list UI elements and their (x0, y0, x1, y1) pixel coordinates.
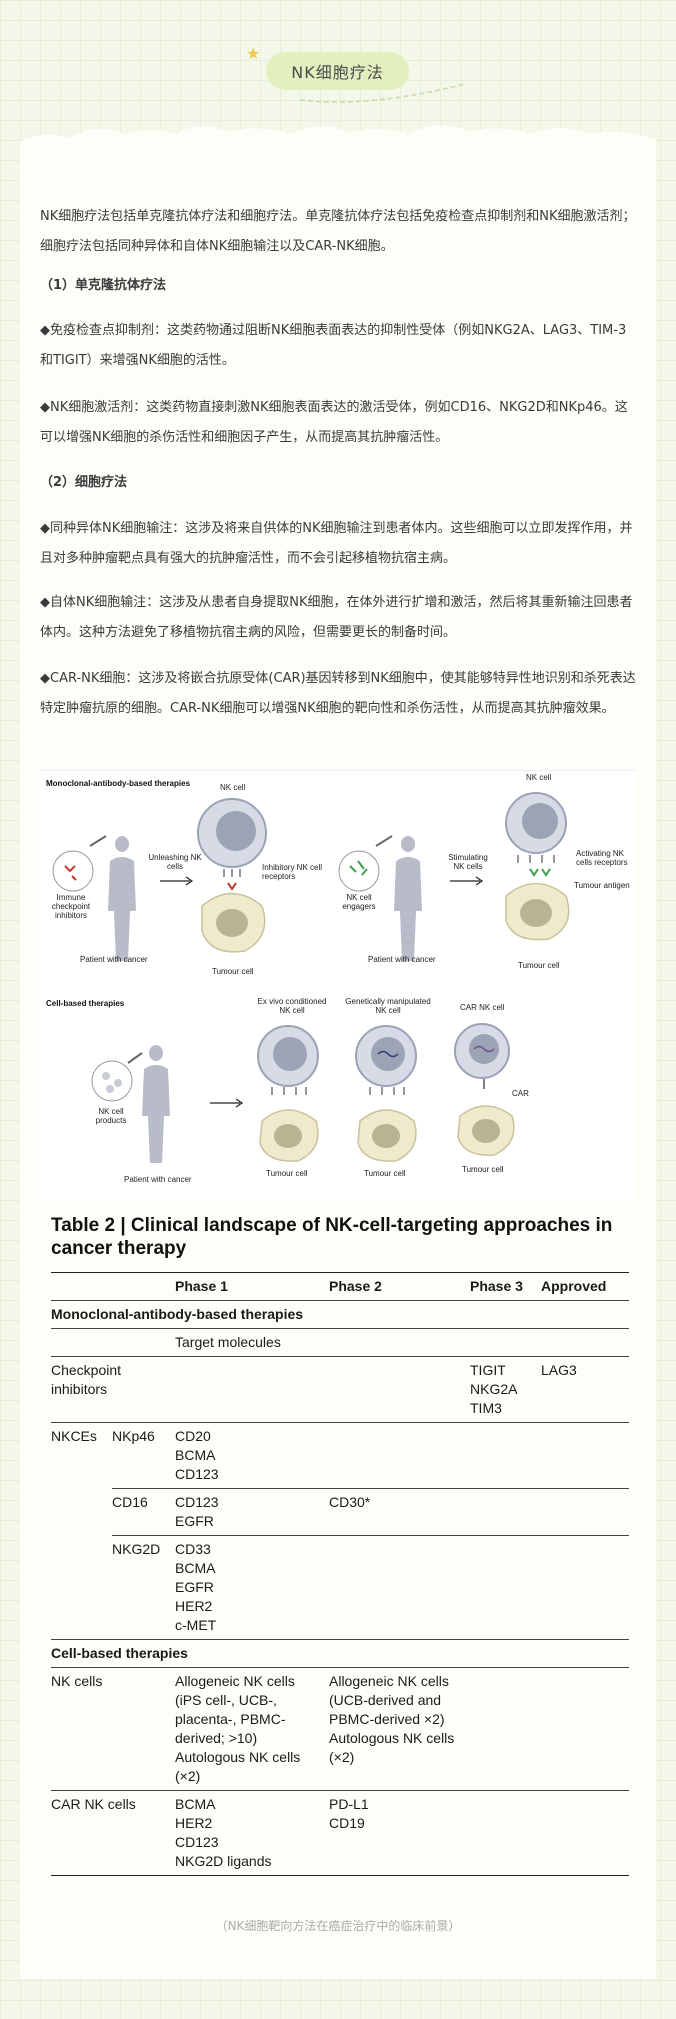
bullet-autologous: ◆自体NK细胞输注：这涉及从患者自身提取NK细胞，在体外进行扩增和激活，然后将其… (40, 595, 633, 640)
header-approved: Approved (541, 1272, 629, 1301)
table-row: NKG2D CD33 BCMA EGFR HER2 c-MET (51, 1535, 629, 1640)
row-label-nkg2d: NKG2D (112, 1535, 175, 1640)
figure-illustration (52, 792, 570, 1163)
bullet-checkpoint: ◆免疫检查点抑制剂：这类药物通过阻断NK细胞表面表达的抑制性受体（例如NKG2A… (40, 323, 627, 368)
star-icon: ★ (246, 44, 261, 63)
target-molecules-label: Target molecules (175, 1328, 629, 1357)
table-row: NKCEs NKp46 CD20 BCMA CD123 (51, 1422, 629, 1640)
figure-label-ex-vivo: Ex vivo conditioned NK cell (257, 997, 327, 1015)
figure-label-tumour-5: Tumour cell (462, 1165, 504, 1174)
figure-label-tumour-3: Tumour cell (266, 1169, 308, 1178)
figure-label-tumour-antigen: Tumour antigen (574, 881, 630, 890)
clinical-table-container: Table 2 | Clinical landscape of NK-cell-… (51, 1214, 629, 1876)
cell-nk-cells-phase2: Allogeneic NK cells (UCB-derived and PBM… (329, 1667, 470, 1791)
header-phase1: Phase 1 (175, 1272, 329, 1301)
cloud-divider (20, 125, 656, 162)
cell-cd16-phase2: CD30* (329, 1488, 470, 1536)
figure-label-car: CAR (512, 1089, 529, 1098)
row-label-nkp46: NKp46 (112, 1422, 175, 1489)
table-row: CAR NK cells BCMA HER2 CD123 NKG2D ligan… (51, 1790, 629, 1876)
row-label-nkces: NKCEs (51, 1422, 112, 1640)
cell-nk-cells-phase1: Allogeneic NK cells (iPS cell-, UCB-, pl… (175, 1667, 329, 1791)
cell-car-nk-phase2: PD-L1 CD19 (329, 1790, 470, 1876)
row-label-car-nk-cells: CAR NK cells (51, 1790, 175, 1876)
figure-label-nk-cell-1: NK cell (220, 783, 246, 792)
cell-nkg2d-phase1: CD33 BCMA EGFR HER2 c-MET (175, 1535, 329, 1640)
bullet-activator: ◆NK细胞激活剂：这类药物直接刺激NK细胞表面表达的激活受体，例如CD16、NK… (40, 400, 628, 445)
table-section-row: Cell-based therapies (51, 1639, 629, 1668)
figure-label-tumour-4: Tumour cell (364, 1169, 406, 1178)
figure-label-unleashing: Unleashing NK cells (148, 853, 202, 871)
figure-label-patient-3: Patient with cancer (124, 1175, 192, 1184)
figure-label-checkpoint-inhibitors: Immune checkpoint inhibitors (51, 893, 91, 920)
bullet-allogeneic: ◆同种异体NK细胞输注：这涉及将来自供体的NK细胞输注到患者体内。这些细胞可以立… (40, 521, 633, 566)
cell-cd16-phase1: CD123 EGFR (175, 1488, 329, 1536)
figure-label-tumour-1: Tumour cell (212, 967, 254, 976)
header-banner: ★ NK细胞疗法 (0, 0, 676, 162)
figure-label-activating: Activating NK cells receptors (576, 849, 628, 867)
header-phase3: Phase 3 (470, 1272, 541, 1301)
figure-label-genetically: Genetically manipulated NK cell (345, 997, 431, 1015)
section-cell: Cell-based therapies (51, 1639, 629, 1668)
section-heading-cell: （2）细胞疗法 (40, 475, 128, 490)
table-row: CD16 CD123 EGFR CD30* (51, 1488, 629, 1536)
intro-paragraph: NK细胞疗法包括单克隆抗体疗法和细胞疗法。单克隆抗体疗法包括免疫检查点抑制剂和N… (40, 209, 636, 254)
table-row: NK cells Allogeneic NK cells (iPS cell-,… (51, 1667, 629, 1791)
figure-label-nk-cell-2: NK cell (526, 773, 552, 782)
cell-car-nk-phase1: BCMA HER2 CD123 NKG2D ligands (175, 1790, 329, 1876)
table-row: Checkpoint inhibitors TIGIT NKG2A TIM3 L… (51, 1356, 629, 1423)
page-title: NK细胞疗法 (266, 52, 409, 90)
therapy-figure: Monoclonal-antibody-based therapies NK c… (40, 770, 636, 1201)
section-heading-mab: （1）单克隆抗体疗法 (40, 278, 167, 293)
header-phase2: Phase 2 (329, 1272, 470, 1301)
clinical-landscape-table: Phase 1 Phase 2 Phase 3 Approved Monoclo… (51, 1272, 629, 1876)
table-header-row: Phase 1 Phase 2 Phase 3 Approved (51, 1272, 629, 1301)
cell-checkpoint-phase3: TIGIT NKG2A TIM3 (470, 1356, 541, 1423)
row-label-checkpoint: Checkpoint inhibitors (51, 1356, 175, 1423)
table-caption: （NK细胞靶向方法在癌症治疗中的临床前景） (215, 1919, 461, 1933)
figure-label-nk-products: NK cell products (95, 1107, 127, 1125)
figure-label-car-nk: CAR NK cell (460, 1003, 505, 1012)
table-title: Table 2 | Clinical landscape of NK-cell-… (51, 1215, 613, 1259)
swoosh-decoration (300, 83, 466, 103)
figure-label-inhibitory: Inhibitory NK cell receptors (262, 863, 323, 881)
table-section-row: Monoclonal-antibody-based therapies (51, 1300, 629, 1329)
figure-heading-mab: Monoclonal-antibody-based therapies (46, 779, 191, 788)
cell-nkp46-phase1: CD20 BCMA CD123 (175, 1422, 329, 1489)
row-label-cd16: CD16 (112, 1488, 175, 1536)
bullet-car-nk: ◆CAR-NK细胞：这涉及将嵌合抗原受体(CAR)基因转移到NK细胞中，使其能够… (40, 671, 636, 716)
table-row: Target molecules (51, 1328, 629, 1357)
section-mab: Monoclonal-antibody-based therapies (51, 1300, 629, 1329)
figure-label-patient-2: Patient with cancer (368, 955, 436, 964)
row-label-nk-cells: NK cells (51, 1667, 175, 1791)
figure-label-tumour-2: Tumour cell (518, 961, 560, 970)
figure-label-nk-engagers: NK cell engagers (342, 893, 376, 911)
figure-label-stimulating: Stimulating NK cells (448, 853, 488, 871)
figure-label-patient-1: Patient with cancer (80, 955, 148, 964)
figure-heading-cell: Cell-based therapies (46, 999, 125, 1008)
cell-checkpoint-approved: LAG3 (541, 1356, 629, 1423)
